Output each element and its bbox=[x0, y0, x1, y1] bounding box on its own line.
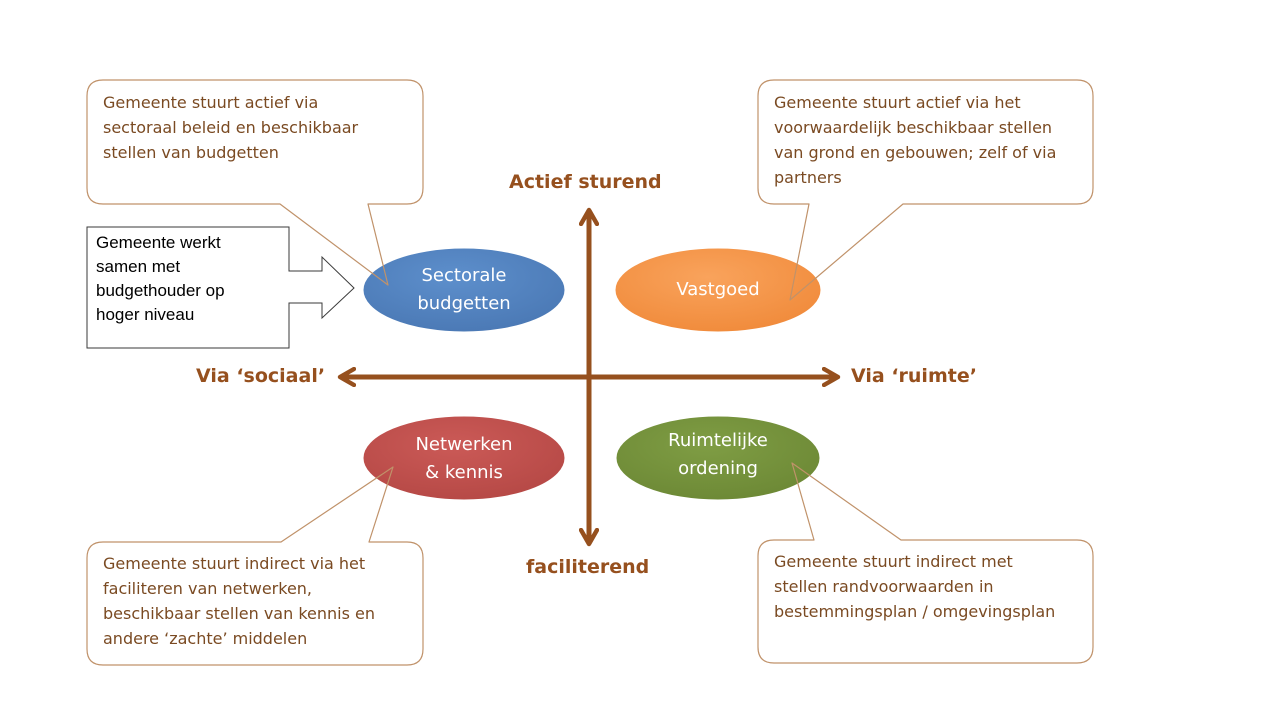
node-label-line: Sectorale bbox=[421, 265, 507, 286]
callout-line: van grond en gebouwen; zelf of via bbox=[774, 143, 1057, 162]
callout-line: faciliteren van netwerken, bbox=[103, 579, 313, 598]
node-label-line: Ruimtelijke bbox=[668, 430, 768, 451]
callout-line: stellen van budgetten bbox=[103, 143, 279, 162]
node-vastgoed bbox=[614, 247, 822, 333]
callout-line: Gemeente stuurt indirect met bbox=[774, 552, 1013, 571]
callout-bottom-left bbox=[86, 466, 424, 666]
axis-label-top: Actief sturend bbox=[509, 171, 662, 193]
node-label-sectorale-budgetten: Sectorale budgetten bbox=[364, 262, 564, 318]
node-label-line: Vastgoed bbox=[676, 279, 760, 300]
node-label-netwerken-kennis: Netwerken & kennis bbox=[364, 431, 564, 487]
callout-bottom-right bbox=[757, 462, 1094, 664]
callout-text-top-right: Gemeente stuurt actief via het voorwaard… bbox=[774, 90, 1090, 190]
callout-line: bestemmingsplan / omgevingsplan bbox=[774, 602, 1056, 621]
side-note-text: Gemeente werkt samen met budgethouder op… bbox=[96, 231, 286, 327]
callout-line: Gemeente stuurt actief via het bbox=[774, 93, 1021, 112]
axis-label-bottom: faciliterend bbox=[526, 556, 650, 578]
node-label-line: Netwerken bbox=[415, 434, 513, 455]
callout-text-bottom-left: Gemeente stuurt indirect via het facilit… bbox=[103, 551, 419, 651]
side-note-line: hoger niveau bbox=[96, 305, 195, 324]
side-note-line: Gemeente werkt bbox=[96, 233, 221, 252]
side-note-box bbox=[86, 226, 355, 349]
node-sectorale-budgetten bbox=[362, 247, 566, 333]
callout-line: Gemeente stuurt actief via bbox=[103, 93, 319, 112]
callout-text-top-left: Gemeente stuurt actief via sectoraal bel… bbox=[103, 90, 419, 165]
node-label-ruimtelijke-ordening: Ruimtelijke ordening bbox=[617, 427, 819, 483]
node-label-line: budgetten bbox=[417, 293, 511, 314]
node-label-vastgoed: Vastgoed bbox=[616, 276, 820, 304]
callout-line: Gemeente stuurt indirect via het bbox=[103, 554, 366, 573]
axis-label-right: Via ‘ruimte’ bbox=[851, 365, 977, 387]
callout-line: beschikbaar stellen van kennis en bbox=[103, 604, 375, 623]
callout-line: andere ‘zachte’ middelen bbox=[103, 629, 308, 648]
node-label-line: ordening bbox=[678, 458, 758, 479]
node-ruimtelijke-ordening bbox=[615, 415, 821, 501]
callout-top-left bbox=[86, 79, 424, 286]
callout-line: voorwaardelijk beschikbaar stellen bbox=[774, 118, 1053, 137]
callout-line: sectoraal beleid en beschikbaar bbox=[103, 118, 359, 137]
node-label-line: & kennis bbox=[425, 462, 503, 483]
callout-line: stellen randvoorwaarden in bbox=[774, 577, 994, 596]
callout-text-bottom-right: Gemeente stuurt indirect met stellen ran… bbox=[774, 549, 1090, 624]
callout-line: partners bbox=[774, 168, 842, 187]
axis-label-left: Via ‘sociaal’ bbox=[196, 365, 326, 387]
node-netwerken-kennis bbox=[362, 415, 566, 501]
callout-top-right bbox=[757, 79, 1094, 301]
side-note-line: budgethouder op bbox=[96, 281, 225, 300]
side-note-line: samen met bbox=[96, 257, 181, 276]
